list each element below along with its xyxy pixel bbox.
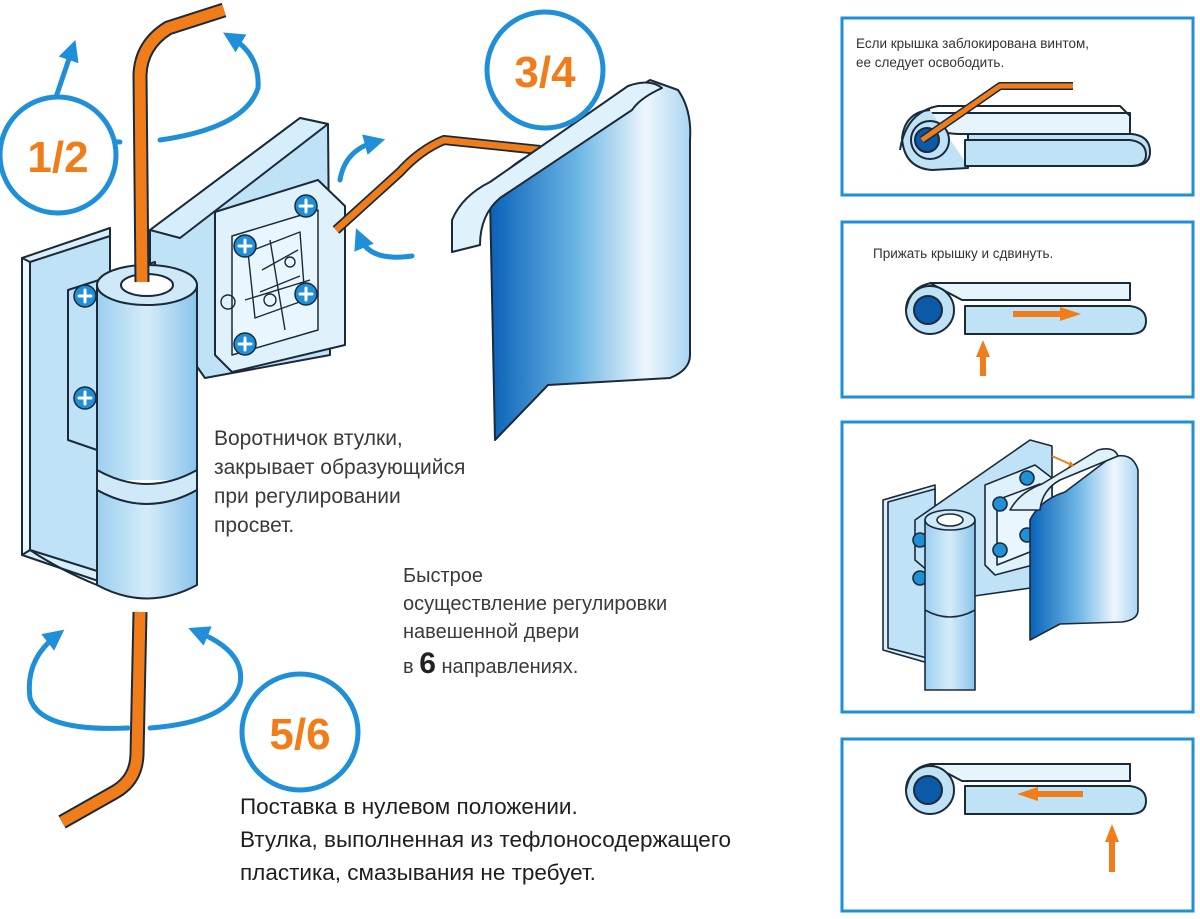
panel-2-caption: Прижать крышку и сдвинуть. (873, 246, 1054, 261)
collar-note-line-2: закрывает образующийся (214, 456, 466, 479)
supply-note-line-2: Втулка, выполненная из тефлоносодержащег… (240, 827, 732, 852)
panel-unlock-screw (840, 16, 1195, 197)
supply-note: Поставка в нулевом положении. Втулка, вы… (240, 790, 731, 889)
adjust-note-line-1: Быстрое (403, 565, 484, 587)
panel-1-caption-line-2: ее следует освободить. (856, 55, 1005, 70)
door-sash (451, 79, 692, 441)
panel-1-caption-line-1: Если крышка заблокирована винтом, (856, 36, 1089, 51)
adjust-note-prefix: в (403, 656, 414, 678)
hex-key-top (132, 2, 227, 283)
collar-note-line-4: просвет. (214, 514, 295, 537)
adjust-note-line-4: в 6 направлениях. (403, 647, 667, 681)
badge-3-4: 3/4 (484, 9, 606, 131)
hex-key-bottom (58, 611, 148, 829)
badge-5-6: 5/6 (239, 671, 361, 793)
adjust-note-number: 6 (419, 647, 436, 680)
collar-note-line-3: при регулировании (214, 485, 401, 508)
adjust-note: Быстрое осуществление регулировки навеше… (403, 562, 667, 681)
hex-key-right (332, 135, 541, 234)
collar-note: Воротничок втулки, закрывает образующийс… (214, 424, 465, 540)
panel-1-caption: Если крышка заблокирована винтом, ее сле… (856, 34, 1089, 72)
adjust-note-line-3: навешенной двери (403, 621, 580, 643)
badge-1-2-label: 1/2 (27, 133, 88, 182)
supply-note-line-1: Поставка в нулевом положении. (240, 794, 578, 819)
collar-note-line-1: Воротничок втулки, (214, 427, 403, 450)
main-hinge (21, 117, 346, 600)
adjust-note-suffix: направлениях. (441, 656, 579, 678)
badge-3-4-label: 3/4 (514, 48, 576, 97)
panel-slide-back (840, 737, 1195, 913)
panel-mini-hinge (840, 420, 1195, 714)
adjust-note-line-2: осуществление регулировки (403, 593, 668, 615)
panel-press-slide (840, 220, 1195, 399)
supply-note-line-3: пластика, смазывания не требует. (240, 860, 596, 885)
badge-5-6-label: 5/6 (269, 710, 330, 759)
badge-1-2: 1/2 (0, 94, 119, 216)
